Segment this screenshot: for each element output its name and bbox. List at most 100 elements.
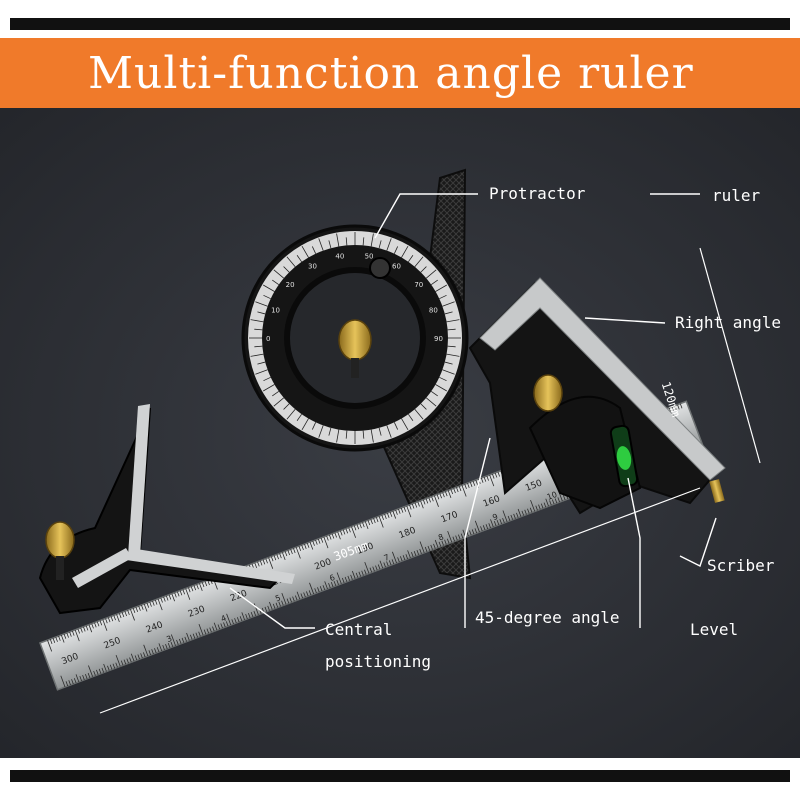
protractor-tick (272, 391, 280, 397)
ruler-tick (272, 603, 276, 609)
ruler-tick (414, 502, 418, 508)
ruler-tick (201, 582, 205, 588)
ruler-tick (132, 608, 136, 613)
ruler-inch-number: 3 (165, 634, 173, 644)
ruler-tick (309, 541, 314, 550)
ruler-tick (193, 585, 197, 591)
ruler-inch-number: 10 (546, 490, 559, 502)
ruler-tick (480, 526, 483, 532)
protractor-number: 80 (429, 306, 438, 314)
ruler-tick (185, 588, 191, 600)
ruler-tick (458, 486, 462, 492)
ruler-tick (178, 638, 182, 644)
ruler-tick (455, 535, 458, 541)
brass-knob-square (533, 374, 563, 412)
ruler-tick (196, 584, 199, 590)
ruler-tick (364, 521, 369, 530)
ruler-tick (60, 675, 66, 688)
ruler-tick (123, 659, 127, 665)
ruler-tick (176, 639, 179, 645)
ruler-tick (392, 510, 397, 519)
ruler-tick (300, 593, 304, 599)
ruler-tick (66, 632, 69, 638)
ruler-tick (406, 505, 412, 518)
ruler-tick (388, 560, 392, 566)
ruler-tick (290, 549, 293, 555)
ruler-tick (469, 530, 472, 536)
ruler-tick (113, 615, 116, 621)
ruler-tick (540, 503, 544, 509)
ruler-tick (198, 623, 204, 636)
protractor-tick (386, 238, 392, 251)
ruler-tick (84, 673, 88, 679)
ruler-tick (65, 681, 69, 687)
ruler-tick (464, 484, 467, 490)
ruler-tick (554, 498, 558, 504)
ruler-tick (446, 538, 450, 544)
protractor-tick (257, 361, 266, 365)
ruler-tick (130, 609, 135, 621)
protractor-tick (444, 311, 453, 315)
protractor-number: 50 (365, 252, 374, 260)
ruler-tick (344, 576, 348, 582)
ruler-tick (474, 528, 478, 534)
protractor-tick (263, 294, 271, 300)
ruler-tick (513, 513, 516, 519)
ruler-tick (206, 628, 210, 634)
ruler-tick (341, 577, 345, 583)
protractor-tick (435, 384, 447, 392)
ruler-tick (140, 653, 143, 659)
ruler-tick (304, 543, 307, 549)
ruler-tick (674, 405, 677, 411)
ruler-tick (189, 634, 193, 640)
ruler-tick (281, 552, 286, 561)
ruler-tick (112, 663, 116, 669)
ruler-tick (324, 581, 328, 590)
ruler-tick (198, 631, 201, 637)
protractor-number: 70 (414, 281, 423, 289)
protractor-tick (328, 427, 332, 436)
ruler-tick (383, 562, 386, 568)
ruler-tick (296, 591, 301, 600)
brass-knob-protractor (338, 319, 372, 378)
ruler-tick (482, 525, 486, 531)
ruler-tick (120, 660, 124, 666)
ruler-tick (516, 512, 519, 518)
ruler-tick (69, 631, 72, 637)
protractor-number: 30 (308, 262, 317, 270)
ruler-tick (225, 621, 229, 627)
ruler-tick (71, 630, 75, 636)
ruler-tick (535, 505, 538, 511)
ruler-tick (87, 672, 91, 678)
ruler-tick (301, 545, 304, 550)
ruler-tick (402, 555, 406, 561)
ruler-tick (278, 601, 281, 607)
ruler-tick (170, 641, 174, 647)
protractor-tick (386, 425, 392, 438)
ruler-tick (379, 560, 384, 569)
protractor-tick (414, 256, 424, 268)
ruler-tick (292, 596, 295, 602)
ruler-tick (356, 524, 360, 530)
ruler-tick (326, 535, 329, 541)
ruler-tick (199, 583, 203, 592)
ruler-tick (47, 640, 53, 652)
ruler-tick (433, 543, 436, 549)
ruler-tick (129, 657, 132, 663)
ruler-tick (417, 501, 420, 507)
ruler-tick (486, 475, 489, 481)
ruler-tick (91, 623, 94, 629)
bottom-border (10, 770, 790, 782)
ruler-tick (270, 556, 274, 562)
ruler-tick (163, 596, 166, 602)
ruler-tick (203, 629, 207, 635)
ruler-tick (306, 591, 309, 597)
ruler-tick (88, 665, 94, 677)
ruler-tick (176, 591, 180, 597)
ruler-tick (298, 546, 302, 552)
ruler-tick (213, 622, 218, 631)
ruler-tick (143, 603, 148, 612)
ruler-tick (209, 627, 212, 633)
ruler-tick (102, 619, 108, 631)
ruler-tick (386, 512, 390, 518)
